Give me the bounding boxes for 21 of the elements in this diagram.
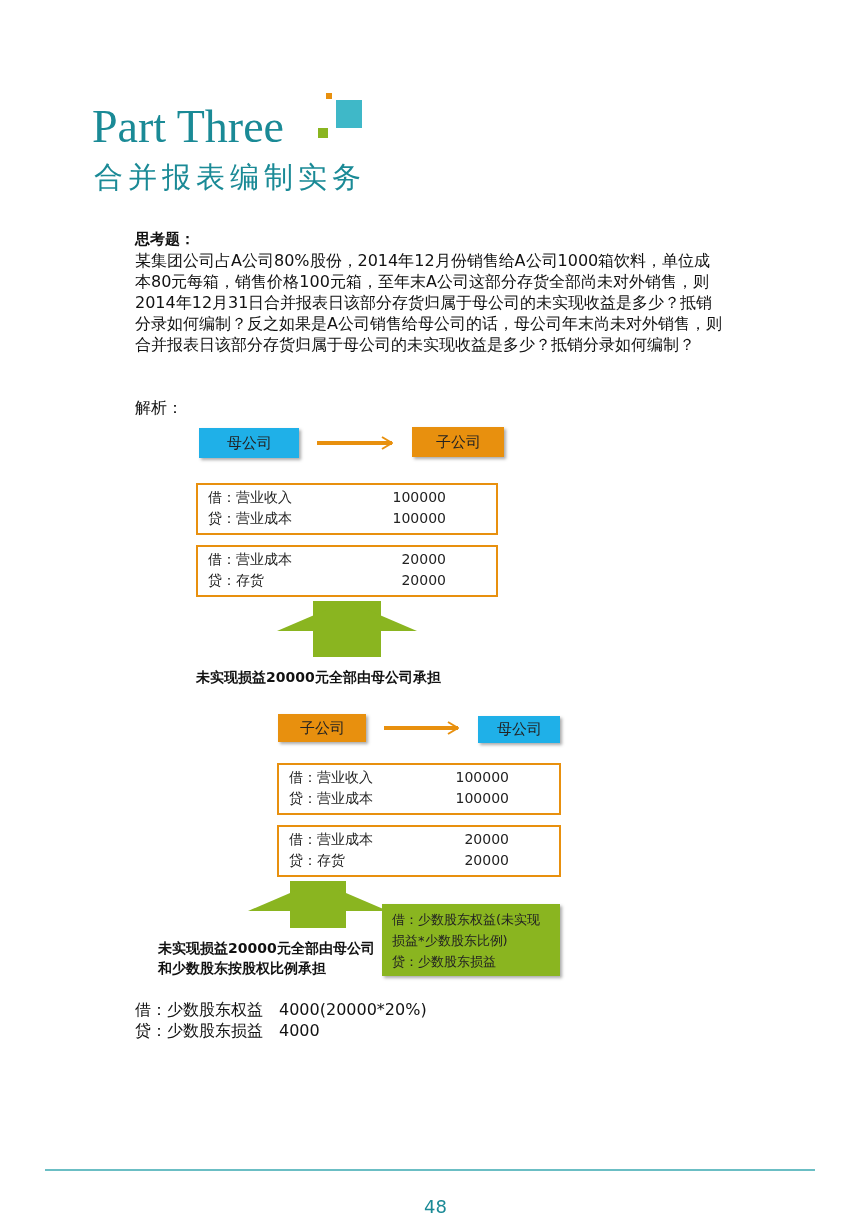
journal-entry-box: 借：营业成本 20000 贷：存货 20000 — [196, 545, 498, 597]
arrow — [317, 436, 393, 450]
journal-entry-box: 借：营业收入 100000 贷：营业成本 100000 — [196, 483, 498, 535]
company-box: 子公司 — [278, 714, 366, 742]
journal-entry-text: 贷：少数股东损益 4000 — [135, 1021, 320, 1042]
company-box: 母公司 — [199, 428, 299, 458]
subtitle-text: 合并报表编制实务 — [94, 160, 366, 195]
company-box: 子公司 — [412, 427, 504, 457]
heading-text: 解析： — [135, 398, 183, 419]
arrow — [384, 721, 459, 735]
journal-entry-box: 借：营业收入 100000 贷：营业成本 100000 — [277, 763, 561, 815]
heading-text: 思考题： — [135, 230, 195, 249]
caption-text: 未实现损益20000元全部由母公司和少数股东按股权比例承担 — [158, 938, 378, 978]
journal-entry-box: 借：营业成本 20000 贷：存货 20000 — [277, 825, 561, 877]
title-text: Part Three — [92, 100, 285, 153]
company-box: 母公司 — [478, 716, 560, 743]
question-paragraph: 某集团公司占A公司80%股份，2014年12月份销售给A公司1000箱饮料，单位成本80元每箱，销售价格100元箱，至年末A公司这部分存货全部尚未对外销售，则2014年12月31日合并报表日该部分存货归属于母公司的未实现收益是多少？抵销分录如何编制？反之如果是A公司销售给母公司的话，母公司年末尚未对外销售，则合并报表日该部分存货归属于母公司的未实现收益是多少？抵销分录如何编制？ — [135, 250, 723, 355]
journal-entry-text: 借：少数股东权益 4000(20000*20%) — [135, 1000, 427, 1021]
page-number: 48 — [424, 1196, 447, 1217]
caption-text: 未实现损益20000元全部由母公司承担 — [196, 667, 496, 687]
journal-entry-box: 借：少数股东权益(未实现损益*少数股东比例) 贷：少数股东损益 — [382, 904, 560, 976]
